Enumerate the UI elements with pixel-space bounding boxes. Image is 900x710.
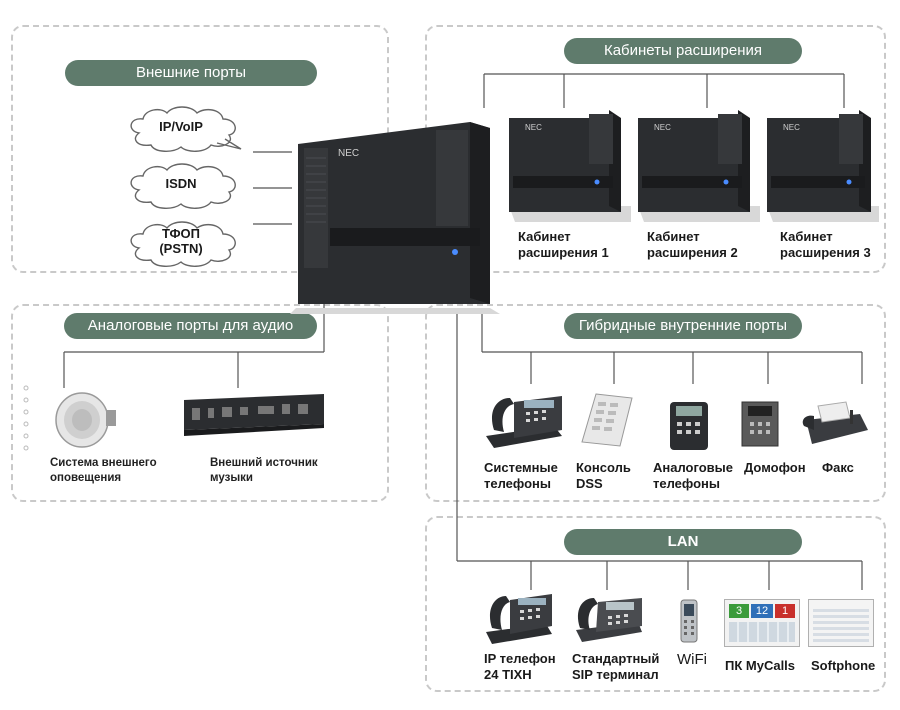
cloud-label: ISDN xyxy=(165,175,197,191)
cloud-pstn: ТФОП (PSTN) xyxy=(125,218,237,267)
main-unit-brand: NEC xyxy=(338,148,359,159)
external-ports-title: Внешние порты xyxy=(65,60,317,86)
mycalls-counter-2: 12 xyxy=(751,604,773,618)
mycalls-counter-1: 3 xyxy=(729,604,749,618)
music-source-device xyxy=(184,394,324,436)
dss-console-label: Консоль DSS xyxy=(576,460,631,491)
expansion-cabinet-3: NEC xyxy=(767,110,879,222)
cabinet-2-label: Кабинет расширения 2 xyxy=(647,229,738,260)
lan-panel xyxy=(425,516,886,692)
softphone-screen xyxy=(808,599,874,647)
cabinet-brand: NEC xyxy=(783,123,800,132)
sip-terminal-label: Стандартный SIP терминал xyxy=(572,651,660,682)
ip-phone-icon xyxy=(486,594,552,644)
analog-audio-title: Аналоговые порты для аудио xyxy=(64,313,317,339)
mycalls-label: ПК MyCalls xyxy=(725,658,796,673)
cabinet-brand: NEC xyxy=(525,123,542,132)
speaker-label: Система внешнего оповещения xyxy=(50,457,157,484)
music-source-label: Внешний источник музыки xyxy=(210,457,318,484)
hybrid-title: Гибридные внутренние порты xyxy=(564,313,802,339)
cloud-isdn: ISDN xyxy=(125,160,237,209)
softphone-grid xyxy=(813,606,869,642)
cloud-label: IP/VoIP xyxy=(159,118,203,134)
cabinet-1-label: Кабинет расширения 1 xyxy=(518,229,609,260)
mycalls-counter-3: 1 xyxy=(775,604,795,618)
cloud-icon xyxy=(130,106,242,152)
cabinet-brand: NEC xyxy=(654,123,671,132)
analog-audio-panel xyxy=(11,304,389,502)
ip-phone-label: IP телефон 24 TIXH xyxy=(484,651,556,682)
sip-terminal-icon xyxy=(576,598,642,642)
mycalls-grid xyxy=(729,622,795,642)
main-pbx-unit: NEC xyxy=(290,122,500,314)
cloud-icon xyxy=(130,221,236,267)
expansion-title: Кабинеты расширения xyxy=(564,38,802,64)
cloud-label: ТФОП (PSTN) xyxy=(159,226,203,256)
intercom-label: Домофон xyxy=(744,460,806,475)
analog-phone-icon xyxy=(670,402,708,450)
lan-title: LAN xyxy=(564,529,802,555)
mycalls-screen: 3 12 1 xyxy=(724,599,800,647)
expansion-cabinet-2: NEC xyxy=(638,110,760,222)
fax-label: Факс xyxy=(822,460,854,475)
dss-console-icon xyxy=(581,393,633,447)
wifi-phone-icon xyxy=(680,599,698,643)
hybrid-panel xyxy=(425,304,886,502)
analog-phones-label: Аналоговые телефоны xyxy=(653,460,734,491)
expansion-cabinet-1: NEC xyxy=(509,110,631,222)
fax-icon xyxy=(802,401,868,444)
system-phones-label: Системные телефоны xyxy=(484,460,558,491)
system-phone-icon xyxy=(486,396,562,448)
wifi-label: WiFi xyxy=(677,651,707,668)
cloud-icon xyxy=(130,163,236,209)
intercom-icon xyxy=(741,401,779,447)
cabinet-3-label: Кабинет расширения 3 xyxy=(780,229,871,260)
speaker-icon xyxy=(23,385,116,451)
softphone-label: Softphone xyxy=(811,658,876,673)
cloud-ip-voip: IP/VoIP xyxy=(125,103,242,152)
